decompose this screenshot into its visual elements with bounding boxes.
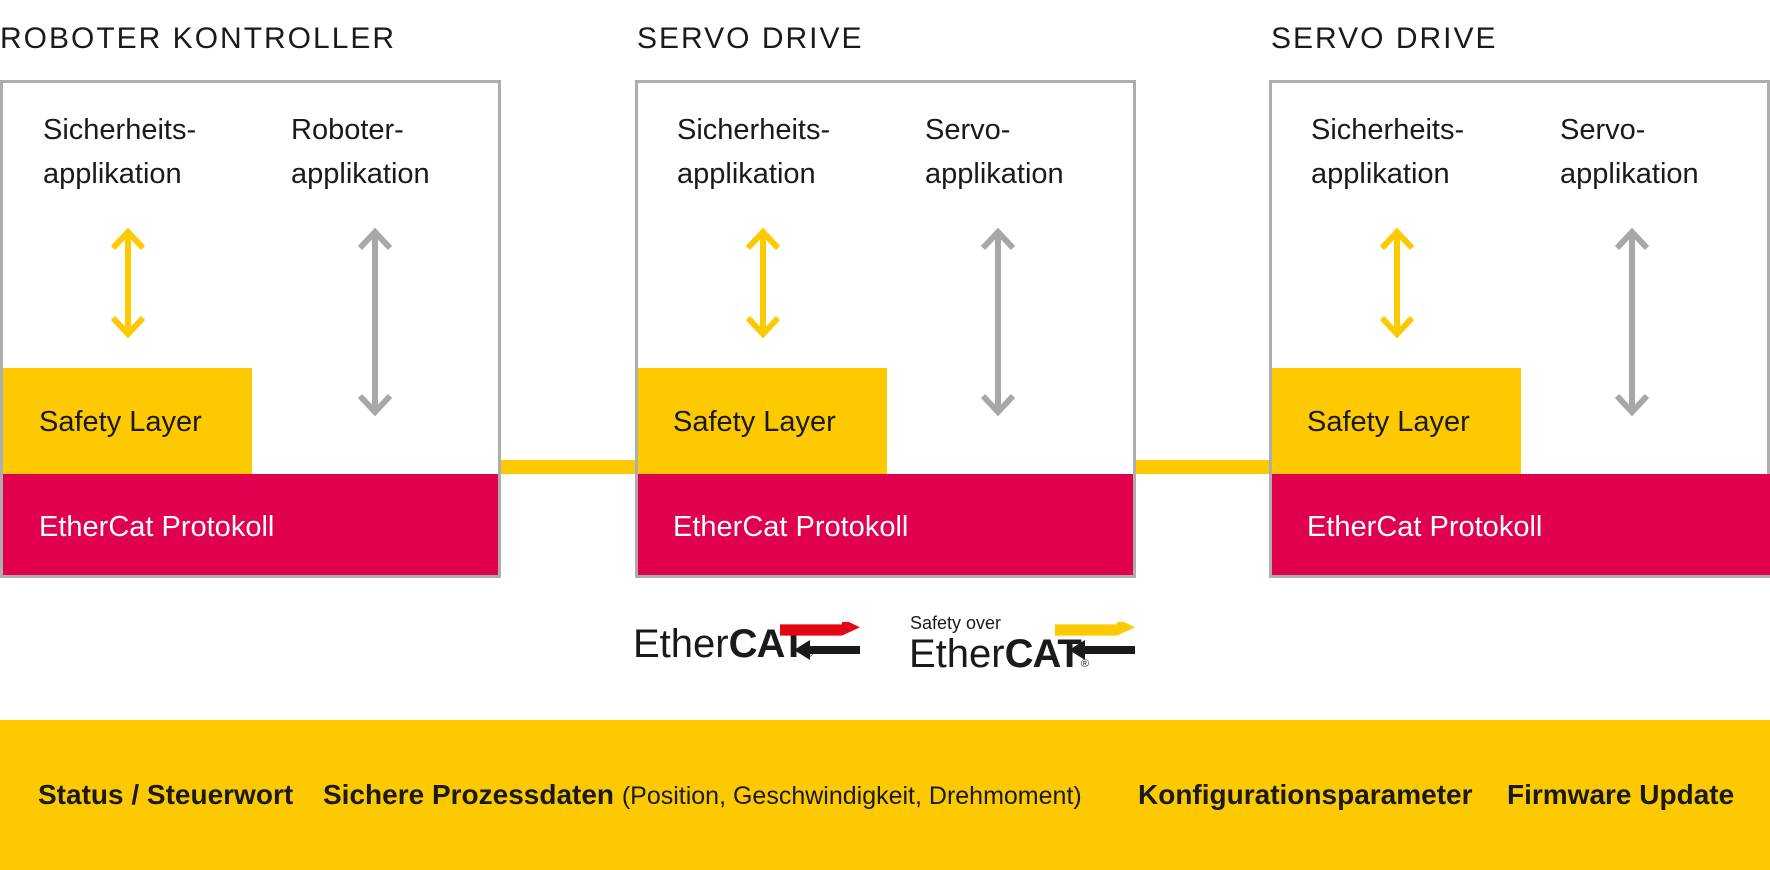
ethercat-protocol-block bbox=[638, 474, 1133, 575]
safety-layer-label: Safety Layer bbox=[673, 406, 836, 438]
safety-over-label: Safety over bbox=[910, 613, 1002, 633]
configuration-parameters-label: Konfigurationsparameter bbox=[1138, 779, 1473, 810]
grey-double-arrow bbox=[980, 227, 1016, 417]
column-title-servo-drive-2: SERVO DRIVE bbox=[1271, 22, 1498, 55]
servo-application-label: Servo-applikation bbox=[1560, 114, 1699, 190]
yellow-double-arrow bbox=[745, 227, 781, 339]
status-control-word-label: Status / Steuerwort bbox=[38, 779, 294, 810]
safety-layer-label: Safety Layer bbox=[39, 406, 202, 438]
grey-double-arrow bbox=[1614, 227, 1650, 417]
ethercat-protocol-label: EtherCat Protokoll bbox=[1307, 511, 1543, 543]
robot-application-label: Roboter-applikation bbox=[291, 114, 430, 190]
ethercat-protocol-block bbox=[1272, 474, 1770, 575]
safe-process-data-label: Sichere Prozessdaten (Position, Geschwin… bbox=[323, 779, 1082, 810]
safety-ethercat-arrows-icon bbox=[1055, 622, 1135, 660]
column-title-servo-drive-1: SERVO DRIVE bbox=[637, 22, 864, 55]
safety-layer-block bbox=[1272, 368, 1521, 474]
safety-application-label: Sicherheits-applikation bbox=[43, 114, 197, 190]
data-types-band bbox=[0, 720, 1770, 870]
ethercat-protocol-label: EtherCat Protokoll bbox=[673, 511, 909, 543]
safety-layer-block bbox=[3, 368, 252, 474]
safety-layer-block bbox=[638, 368, 887, 474]
ethercat-arrows-icon bbox=[780, 622, 860, 660]
safety-over-ethercat-logo: EtherCAT® bbox=[909, 632, 1089, 686]
safety-application-label: Sicherheits-applikation bbox=[677, 114, 831, 190]
ethercat-protocol-label: EtherCat Protokoll bbox=[39, 511, 275, 543]
yellow-double-arrow bbox=[1379, 227, 1415, 339]
ethercat-protocol-block bbox=[3, 474, 498, 575]
firmware-update-label: Firmware Update bbox=[1507, 779, 1735, 810]
safety-layer-label: Safety Layer bbox=[1307, 406, 1470, 438]
servo-application-label: Servo-applikation bbox=[925, 114, 1064, 190]
grey-double-arrow bbox=[357, 227, 393, 417]
column-title-robot-controller: ROBOTER KONTROLLER bbox=[0, 22, 397, 55]
yellow-double-arrow bbox=[110, 227, 146, 339]
safety-ethercat-logo-text: EtherCAT® bbox=[909, 632, 1089, 676]
safety-application-label: Sicherheits-applikation bbox=[1311, 114, 1465, 190]
